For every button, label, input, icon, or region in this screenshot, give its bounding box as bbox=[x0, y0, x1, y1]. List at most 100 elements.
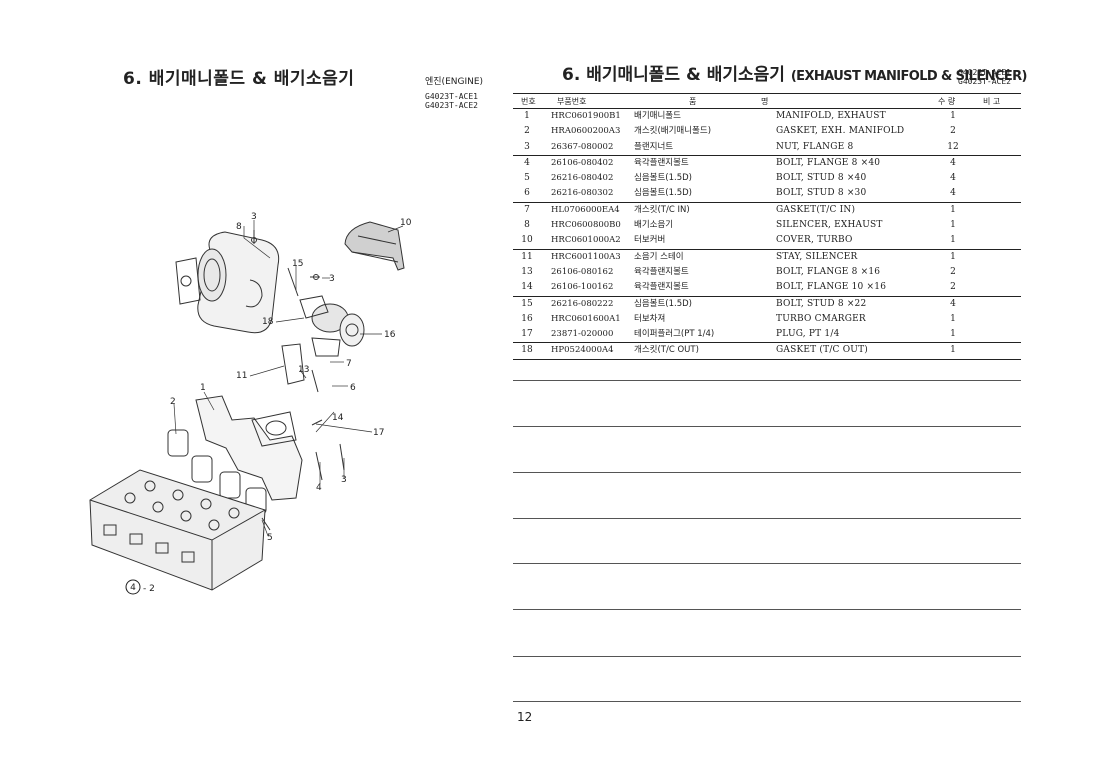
right-model-codes: G4023T-ACE1 G4023T-ACE2 bbox=[958, 68, 1011, 86]
part-number: HRC6001100A3 bbox=[551, 251, 621, 262]
header-qty: 수 량 bbox=[938, 97, 956, 106]
blank-rule-line bbox=[513, 426, 1021, 427]
circled-ref-number: 4 bbox=[130, 583, 136, 593]
callout-17: 17 bbox=[373, 428, 384, 438]
callout-5: 5 bbox=[267, 533, 273, 543]
part-name-english: BOLT, STUD 8 ×22 bbox=[776, 298, 867, 309]
part-quantity: 4 bbox=[950, 298, 956, 309]
part-number: 26106-080162 bbox=[551, 266, 614, 277]
part-name-korean: 배기매니폴드 bbox=[634, 111, 681, 121]
cylinder-head-drawing bbox=[89, 469, 266, 591]
callout-18: 18 bbox=[262, 317, 274, 327]
part-name-korean: 육각플랜지볼트 bbox=[634, 266, 689, 277]
part-name-english: GASKET (T/C OUT) bbox=[776, 345, 868, 356]
left-model-code-1: G4023T-ACE1 bbox=[425, 92, 478, 101]
part-number: 26106-100162 bbox=[551, 282, 614, 293]
part-number: HP0524000A4 bbox=[551, 345, 614, 356]
part-number: 26216-080222 bbox=[551, 298, 614, 309]
blank-rule-line bbox=[513, 380, 1021, 381]
part-name-korean: 육각플랜지볼트 bbox=[634, 157, 689, 168]
row-number: 6 bbox=[524, 188, 530, 199]
header-name-b: 명 bbox=[761, 97, 769, 106]
part-quantity: 4 bbox=[950, 173, 956, 184]
part-number: HRC0601600A1 bbox=[551, 313, 621, 324]
part-name-korean: 개스킷(T/C OUT) bbox=[634, 345, 699, 356]
blank-rule-line bbox=[513, 701, 1021, 702]
part-name-english: BOLT, FLANGE 8 ×16 bbox=[776, 266, 881, 277]
part-number: 26216-080402 bbox=[551, 173, 614, 184]
part-name-korean: 심음볼트(1.5D) bbox=[634, 173, 692, 184]
right-model-code-1: G4023T-ACE1 bbox=[958, 68, 1011, 77]
row-number: 8 bbox=[524, 220, 530, 231]
row-number: 7 bbox=[524, 204, 530, 215]
header-no: 번호 bbox=[521, 97, 536, 106]
part-number: 26106-080402 bbox=[551, 157, 614, 168]
part-quantity: 1 bbox=[950, 111, 956, 121]
manifold-gaskets-drawing bbox=[167, 429, 267, 515]
callout-4: 4 bbox=[316, 483, 322, 493]
engine-label: 엔진(ENGINE) bbox=[425, 77, 484, 87]
blank-rule-line bbox=[513, 609, 1021, 610]
part-quantity: 2 bbox=[950, 282, 956, 293]
part-name-korean: 터보커버 bbox=[634, 235, 666, 246]
part-number: HRA0600200A3 bbox=[551, 126, 621, 137]
callout-leader-lines bbox=[173, 220, 404, 537]
right-title-en: (EXHAUST MANIFOLD & SILENCER) bbox=[790, 69, 1028, 84]
right-model-code-2: G4023T-ACE2 bbox=[958, 77, 1011, 86]
row-number: 11 bbox=[521, 251, 533, 262]
header-part-no: 부품번호 bbox=[557, 97, 587, 106]
part-number: 26367-080002 bbox=[551, 141, 614, 152]
page-number: 12 bbox=[517, 710, 533, 724]
left-page-title: 6. 배기매니폴드 & 배기소음기 bbox=[123, 69, 355, 89]
circled-reference: 4 - 2 bbox=[125, 579, 155, 595]
part-quantity: 1 bbox=[950, 235, 956, 246]
row-number: 1 bbox=[524, 111, 530, 121]
row-number: 10 bbox=[521, 235, 533, 246]
part-name-english: TURBO CMARGER bbox=[776, 313, 866, 324]
part-number: 23871-020000 bbox=[551, 329, 614, 340]
part-quantity: 12 bbox=[947, 141, 959, 152]
part-quantity: 4 bbox=[950, 157, 956, 168]
part-name-english: STAY, SILENCER bbox=[776, 251, 858, 262]
part-name-english: BOLT, STUD 8 ×30 bbox=[776, 188, 867, 199]
callout-2: 2 bbox=[170, 397, 176, 407]
callout-16: 16 bbox=[384, 330, 396, 340]
row-number: 2 bbox=[524, 126, 530, 137]
part-number: HRC0601000A2 bbox=[551, 235, 621, 246]
part-name-korean: 테이퍼플러그(PT 1/4) bbox=[634, 329, 715, 340]
header-name-a: 품 bbox=[689, 97, 697, 106]
header-remark: 비 고 bbox=[983, 97, 1001, 106]
part-name-english: BOLT, FLANGE 8 ×40 bbox=[776, 157, 881, 168]
part-quantity: 1 bbox=[950, 345, 956, 356]
part-name-korean: 개스킷(T/C IN) bbox=[634, 204, 690, 215]
silencer-drawing bbox=[175, 231, 280, 334]
part-name-korean: 육각플랜지볼트 bbox=[634, 282, 689, 293]
row-number: 14 bbox=[521, 282, 533, 293]
row-number: 15 bbox=[521, 298, 533, 309]
table-row: 10 HRC0601000A2 터보커버 COVER, TURBO 1 bbox=[513, 233, 1021, 250]
table-row: 18 HP0524000A4 개스킷(T/C OUT) GASKET (T/C OUT… bbox=[513, 343, 1021, 360]
part-name-korean: 심음볼트(1.5D) bbox=[634, 298, 692, 309]
part-name-korean: 개스킷(배기매니폴드) bbox=[634, 126, 712, 137]
row-number: 17 bbox=[521, 329, 533, 340]
part-name-english: COVER, TURBO bbox=[776, 235, 853, 246]
callout-11: 11 bbox=[236, 371, 247, 381]
callout-3: 3 bbox=[251, 212, 257, 222]
turbo-cover-drawing bbox=[344, 221, 405, 271]
row-number: 18 bbox=[521, 345, 533, 356]
part-name-korean: 심음볼트(1.5D) bbox=[634, 188, 692, 199]
part-quantity: 1 bbox=[950, 329, 956, 340]
blank-rule-line bbox=[513, 656, 1021, 657]
part-name-korean: 터보차져 bbox=[634, 313, 666, 324]
blank-rule-line bbox=[513, 518, 1021, 519]
